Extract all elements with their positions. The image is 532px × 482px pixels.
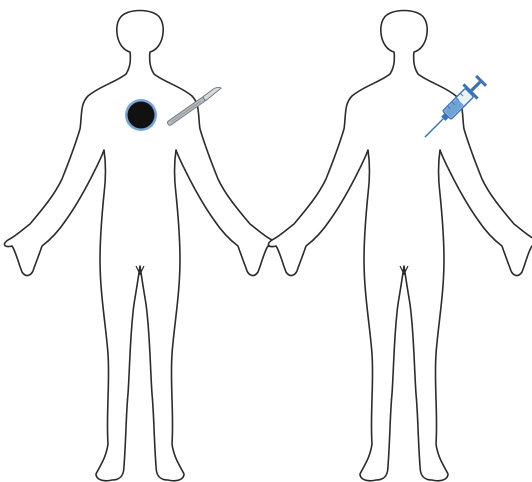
right-body-figure: [269, 11, 532, 481]
left-body-figure: [5, 11, 276, 481]
implant-disc: [125, 99, 157, 131]
